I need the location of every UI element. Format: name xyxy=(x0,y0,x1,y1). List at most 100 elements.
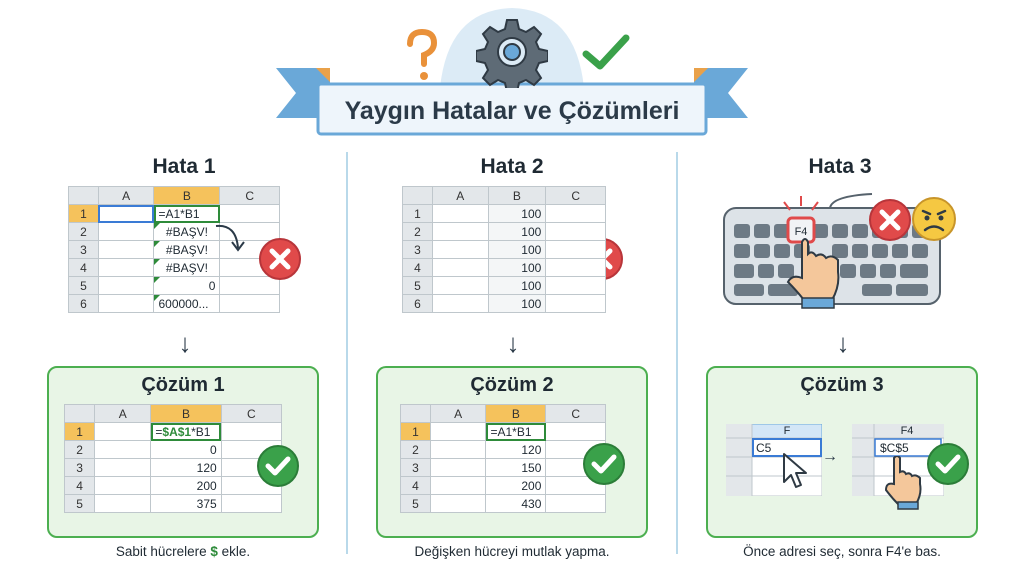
cell[interactable]: 100 xyxy=(487,222,547,241)
row-header[interactable]: 2 xyxy=(63,440,96,459)
cell[interactable] xyxy=(429,422,487,441)
column-header-b[interactable]: B xyxy=(485,404,547,423)
cell[interactable] xyxy=(431,240,489,259)
cell[interactable] xyxy=(97,240,155,259)
row-header[interactable]: 4 xyxy=(400,476,431,495)
column-header-a[interactable]: A xyxy=(431,186,489,205)
cell[interactable] xyxy=(431,258,489,277)
cell-a1[interactable] xyxy=(97,204,155,223)
success-check-icon xyxy=(257,445,299,487)
success-check-icon xyxy=(927,443,969,485)
column-header-b[interactable]: B xyxy=(153,186,221,205)
row-header[interactable]: 1 xyxy=(63,422,96,441)
row-header[interactable]: 5 xyxy=(402,276,433,295)
cell[interactable] xyxy=(545,204,606,223)
cell[interactable]: 430 xyxy=(485,494,547,513)
row-header[interactable]: 2 xyxy=(400,440,431,459)
cell[interactable] xyxy=(94,458,152,477)
cell-b1-formula[interactable]: =$A$1*B1 xyxy=(150,422,222,441)
cell[interactable]: 200 xyxy=(485,476,547,495)
cell[interactable]: 375 xyxy=(150,494,222,513)
cell[interactable] xyxy=(219,294,280,313)
row-header[interactable]: 4 xyxy=(68,258,99,277)
cell[interactable] xyxy=(97,222,155,241)
row-header[interactable]: 2 xyxy=(68,222,99,241)
row-header[interactable]: 2 xyxy=(402,222,433,241)
cell[interactable] xyxy=(97,294,155,313)
page-title: Yaygın Hatalar ve Çözümleri xyxy=(344,96,680,125)
error-cell[interactable]: #BAŞV! xyxy=(153,240,221,259)
cell[interactable]: 200 xyxy=(150,476,222,495)
error-cell[interactable]: #BAŞV! xyxy=(153,258,221,277)
cell[interactable] xyxy=(431,204,489,223)
column-header-a[interactable]: A xyxy=(429,404,487,423)
row-header[interactable]: 3 xyxy=(68,240,99,259)
cell[interactable] xyxy=(429,458,487,477)
row-header[interactable]: 3 xyxy=(402,240,433,259)
row-header[interactable]: 6 xyxy=(68,294,99,313)
column-header-c[interactable]: C xyxy=(220,404,283,423)
cell[interactable]: 100 xyxy=(487,258,547,277)
cell-b1-formula[interactable]: =A1*B1 xyxy=(485,422,547,441)
f4-key-label[interactable]: F4 xyxy=(794,226,808,238)
row-header[interactable]: 1 xyxy=(68,204,99,223)
cell[interactable] xyxy=(545,258,606,277)
row-header[interactable]: 4 xyxy=(63,476,96,495)
cell[interactable] xyxy=(97,258,155,277)
cell[interactable]: 100 xyxy=(487,240,547,259)
cell[interactable] xyxy=(94,440,152,459)
column-header-a[interactable]: A xyxy=(94,404,152,423)
row-header[interactable]: 5 xyxy=(400,494,431,513)
row-header[interactable]: 6 xyxy=(402,294,433,313)
cell[interactable]: 600000... xyxy=(153,294,221,313)
column-header-c[interactable]: C xyxy=(545,404,606,423)
cell[interactable] xyxy=(431,276,489,295)
row-header[interactable]: 1 xyxy=(402,204,433,223)
row-header[interactable]: 5 xyxy=(68,276,99,295)
cell[interactable] xyxy=(429,476,487,495)
cell[interactable] xyxy=(429,494,487,513)
cell[interactable]: 0 xyxy=(150,440,222,459)
cell[interactable] xyxy=(97,276,155,295)
cell[interactable] xyxy=(94,422,152,441)
cell[interactable] xyxy=(545,240,606,259)
cell[interactable] xyxy=(545,276,606,295)
cell-b1-formula[interactable]: =A1*B1 xyxy=(153,204,221,223)
cell[interactable] xyxy=(429,440,487,459)
cell[interactable]: 0 xyxy=(153,276,221,295)
cell[interactable]: 150 xyxy=(485,458,547,477)
column-header-c[interactable]: C xyxy=(545,186,606,205)
error-1-spreadsheet: A B C 1 =A1*B1 2 #BAŞV! 3 #BAŞV! 4 #BAŞV… xyxy=(68,186,280,313)
sheet-corner xyxy=(63,404,96,423)
column-header-a[interactable]: A xyxy=(97,186,155,205)
cell[interactable]: 100 xyxy=(487,294,547,313)
column-header-c[interactable]: C xyxy=(219,186,280,205)
cell[interactable]: 120 xyxy=(150,458,222,477)
cell[interactable] xyxy=(220,494,283,513)
cell[interactable] xyxy=(431,294,489,313)
cell[interactable]: 100 xyxy=(487,276,547,295)
cell[interactable] xyxy=(545,222,606,241)
cell[interactable] xyxy=(545,422,606,441)
row-header[interactable]: 5 xyxy=(63,494,96,513)
row-header[interactable]: 4 xyxy=(402,258,433,277)
cell[interactable] xyxy=(545,494,606,513)
cell[interactable]: 120 xyxy=(485,440,547,459)
cell[interactable]: 100 xyxy=(487,204,547,223)
column-header-b[interactable]: B xyxy=(150,404,222,423)
column-header-b[interactable]: B xyxy=(487,186,547,205)
solution-3-heading: Çözüm 3 xyxy=(800,374,884,396)
left-sheet-column-header[interactable]: F xyxy=(783,425,791,437)
cell[interactable] xyxy=(220,422,283,441)
cell[interactable] xyxy=(94,476,152,495)
cell[interactable] xyxy=(431,222,489,241)
right-sheet-cell-value[interactable]: $C$5 xyxy=(880,441,909,455)
row-header[interactable]: 3 xyxy=(63,458,96,477)
left-sheet-cell-value[interactable]: C5 xyxy=(756,441,772,455)
right-sheet-column-header[interactable]: F4 xyxy=(900,425,914,437)
error-cell[interactable]: #BAŞV! xyxy=(153,222,221,241)
cell[interactable] xyxy=(94,494,152,513)
cell[interactable] xyxy=(545,294,606,313)
row-header[interactable]: 3 xyxy=(400,458,431,477)
row-header[interactable]: 1 xyxy=(400,422,431,441)
